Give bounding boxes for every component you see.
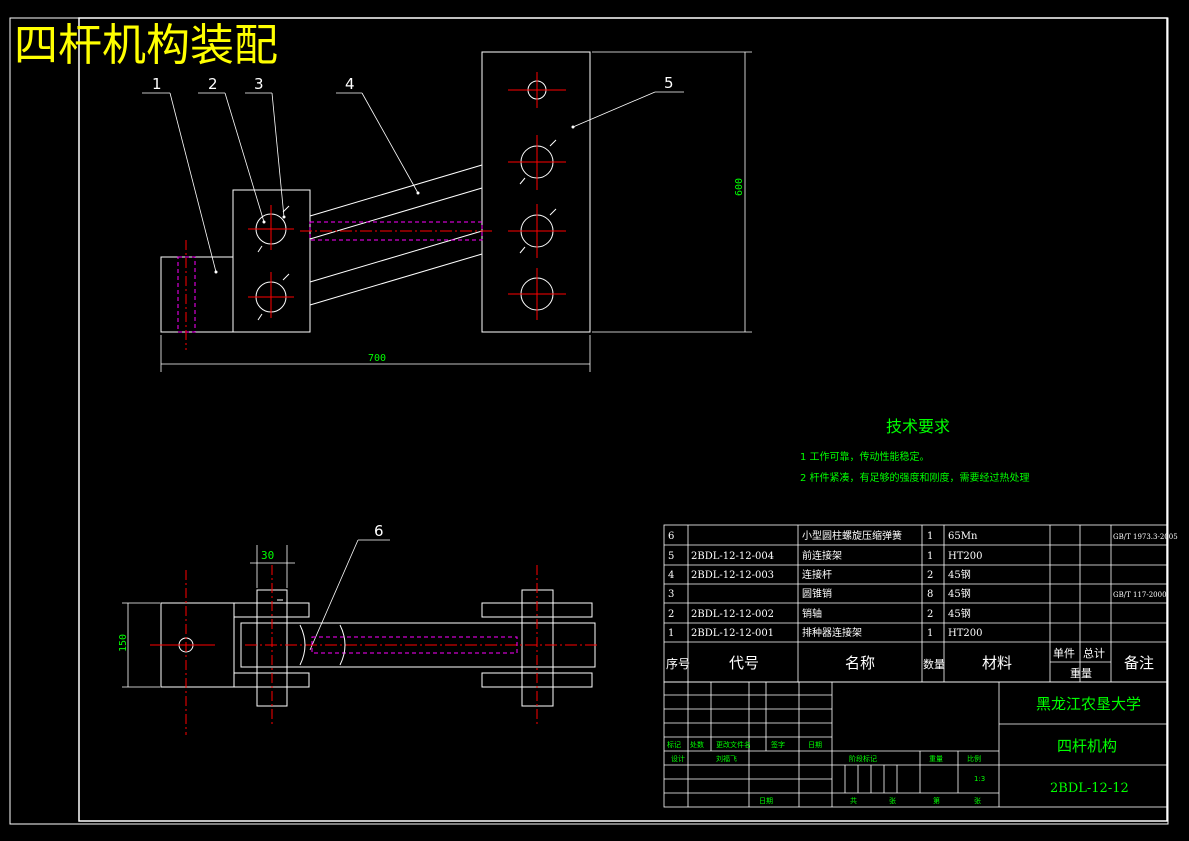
balloon-6: 6 (374, 522, 384, 540)
dim-side-height: 150 (118, 634, 129, 652)
bom-cell-no: 5 (668, 551, 674, 562)
rev-label-date: 日期 (808, 741, 822, 749)
weight-label: 重量 (929, 755, 943, 763)
top-view (150, 565, 598, 735)
sheet-label-sheet2: 张 (974, 796, 981, 805)
rev-label-sign: 签字 (771, 740, 785, 749)
bom-cell-no: 6 (668, 531, 674, 542)
rev-label-mark: 标记 (667, 740, 681, 749)
bom-cell-name: 销轴 (802, 607, 822, 620)
bom-cell-name: 小型圆柱螺旋压缩弹簧 (802, 529, 902, 542)
bom-cell-name: 排种器连接架 (802, 626, 862, 639)
bom-cell-mat: 45钢 (948, 568, 971, 581)
bom-cell-mat: HT200 (948, 551, 982, 562)
bom-cell-qty: 2 (927, 570, 933, 581)
bom-cell-mat: 65Mn (948, 531, 978, 542)
bom-cell-mat: 45钢 (948, 587, 971, 600)
bom-cell-mat: HT200 (948, 628, 982, 639)
dim-side-width: 30 (261, 549, 274, 562)
bom-cell-qty: 1 (927, 531, 933, 542)
bom-cell-name: 连接杆 (802, 568, 832, 581)
bom-cell-qty: 1 (927, 628, 933, 639)
balloon-4: 4 (345, 75, 355, 93)
bom-cell-no: 4 (668, 570, 674, 581)
dim-plate-height: 600 (734, 178, 745, 196)
bom-header-code: 代号 (729, 654, 759, 672)
part5-plate (481, 51, 591, 333)
bom-cell-name: 前连接架 (802, 549, 842, 562)
bom-cell-code: 2BDL-12-12-003 (691, 570, 774, 581)
bom-header-qty: 数量 (923, 658, 945, 671)
tech-item-2: 2 杆件紧凑，有足够的强度和刚度，需要经过热处理 (800, 471, 1030, 484)
bom-header-note: 备注 (1124, 654, 1154, 672)
designer-name: 刘福飞 (716, 754, 737, 763)
bom-cell-mat: 45钢 (948, 607, 971, 620)
balloon-1: 1 (152, 75, 162, 93)
rev-label-count: 处数 (690, 740, 704, 749)
bom-header-weight: 重量 (1070, 666, 1092, 680)
sheet-label-sheet1: 张 (889, 796, 896, 805)
leaders-top (142, 91, 684, 651)
tech-item-1: 1 工作可靠，传动性能稳定。 (800, 450, 930, 463)
balloon-3: 3 (254, 75, 264, 93)
drawing-title: 四杆机构装配 (14, 20, 278, 71)
tech-heading: 技术要求 (886, 417, 950, 436)
dimensions-top (160, 51, 752, 372)
outer-border (9, 17, 1169, 825)
drawing-code: 2BDL-12-12 (1050, 781, 1129, 796)
bom-cell-note: GB/T 117-2000 (1113, 591, 1167, 599)
balloon-5: 5 (664, 74, 674, 92)
bom-cell-qty: 2 (927, 609, 933, 620)
bom-header-no: 序号 (666, 656, 690, 671)
bom-header-mat: 材料 (982, 654, 1012, 672)
bom-cell-code: 2BDL-12-12-004 (691, 551, 774, 562)
scale-value: 1:3 (974, 775, 985, 783)
bom-cell-qty: 8 (927, 589, 933, 600)
stage-label: 阶段标记 (849, 754, 877, 763)
middle-block (232, 189, 311, 333)
rev-label-file: 更改文件名 (716, 740, 751, 749)
bom-cell-qty: 1 (927, 551, 933, 562)
bom-cell-code: 2BDL-12-12-002 (691, 609, 774, 620)
inner-border (78, 17, 1168, 822)
design-label: 设计 (671, 754, 685, 763)
sheet-label-total: 共 (850, 796, 857, 805)
front-view (160, 51, 591, 350)
bom-table (663, 524, 1168, 683)
bom-cell-note: GB/T 1973.3-2005 (1113, 533, 1178, 541)
bom-cell-no: 3 (668, 589, 674, 600)
dim-overall-length: 700 (368, 353, 386, 364)
bom-header-total: 总计 (1083, 646, 1105, 660)
bom-header-unit: 单件 (1053, 647, 1075, 660)
sheet-label-no: 第 (933, 796, 940, 805)
bom-cell-no: 2 (668, 609, 674, 620)
date-label: 日期 (759, 797, 773, 805)
school-name: 黑龙江农垦大学 (1036, 695, 1141, 713)
bom-cell-code: 2BDL-12-12-001 (691, 628, 774, 639)
part1-block (160, 256, 234, 333)
bom-cell-no: 1 (668, 628, 674, 639)
part-name: 四杆机构 (1057, 737, 1117, 755)
scale-label: 比例 (967, 754, 981, 763)
title-block (663, 681, 1168, 808)
bom-header-name: 名称 (845, 654, 875, 672)
balloon-2: 2 (208, 75, 218, 93)
bom-cell-name: 圆锥销 (802, 587, 832, 600)
